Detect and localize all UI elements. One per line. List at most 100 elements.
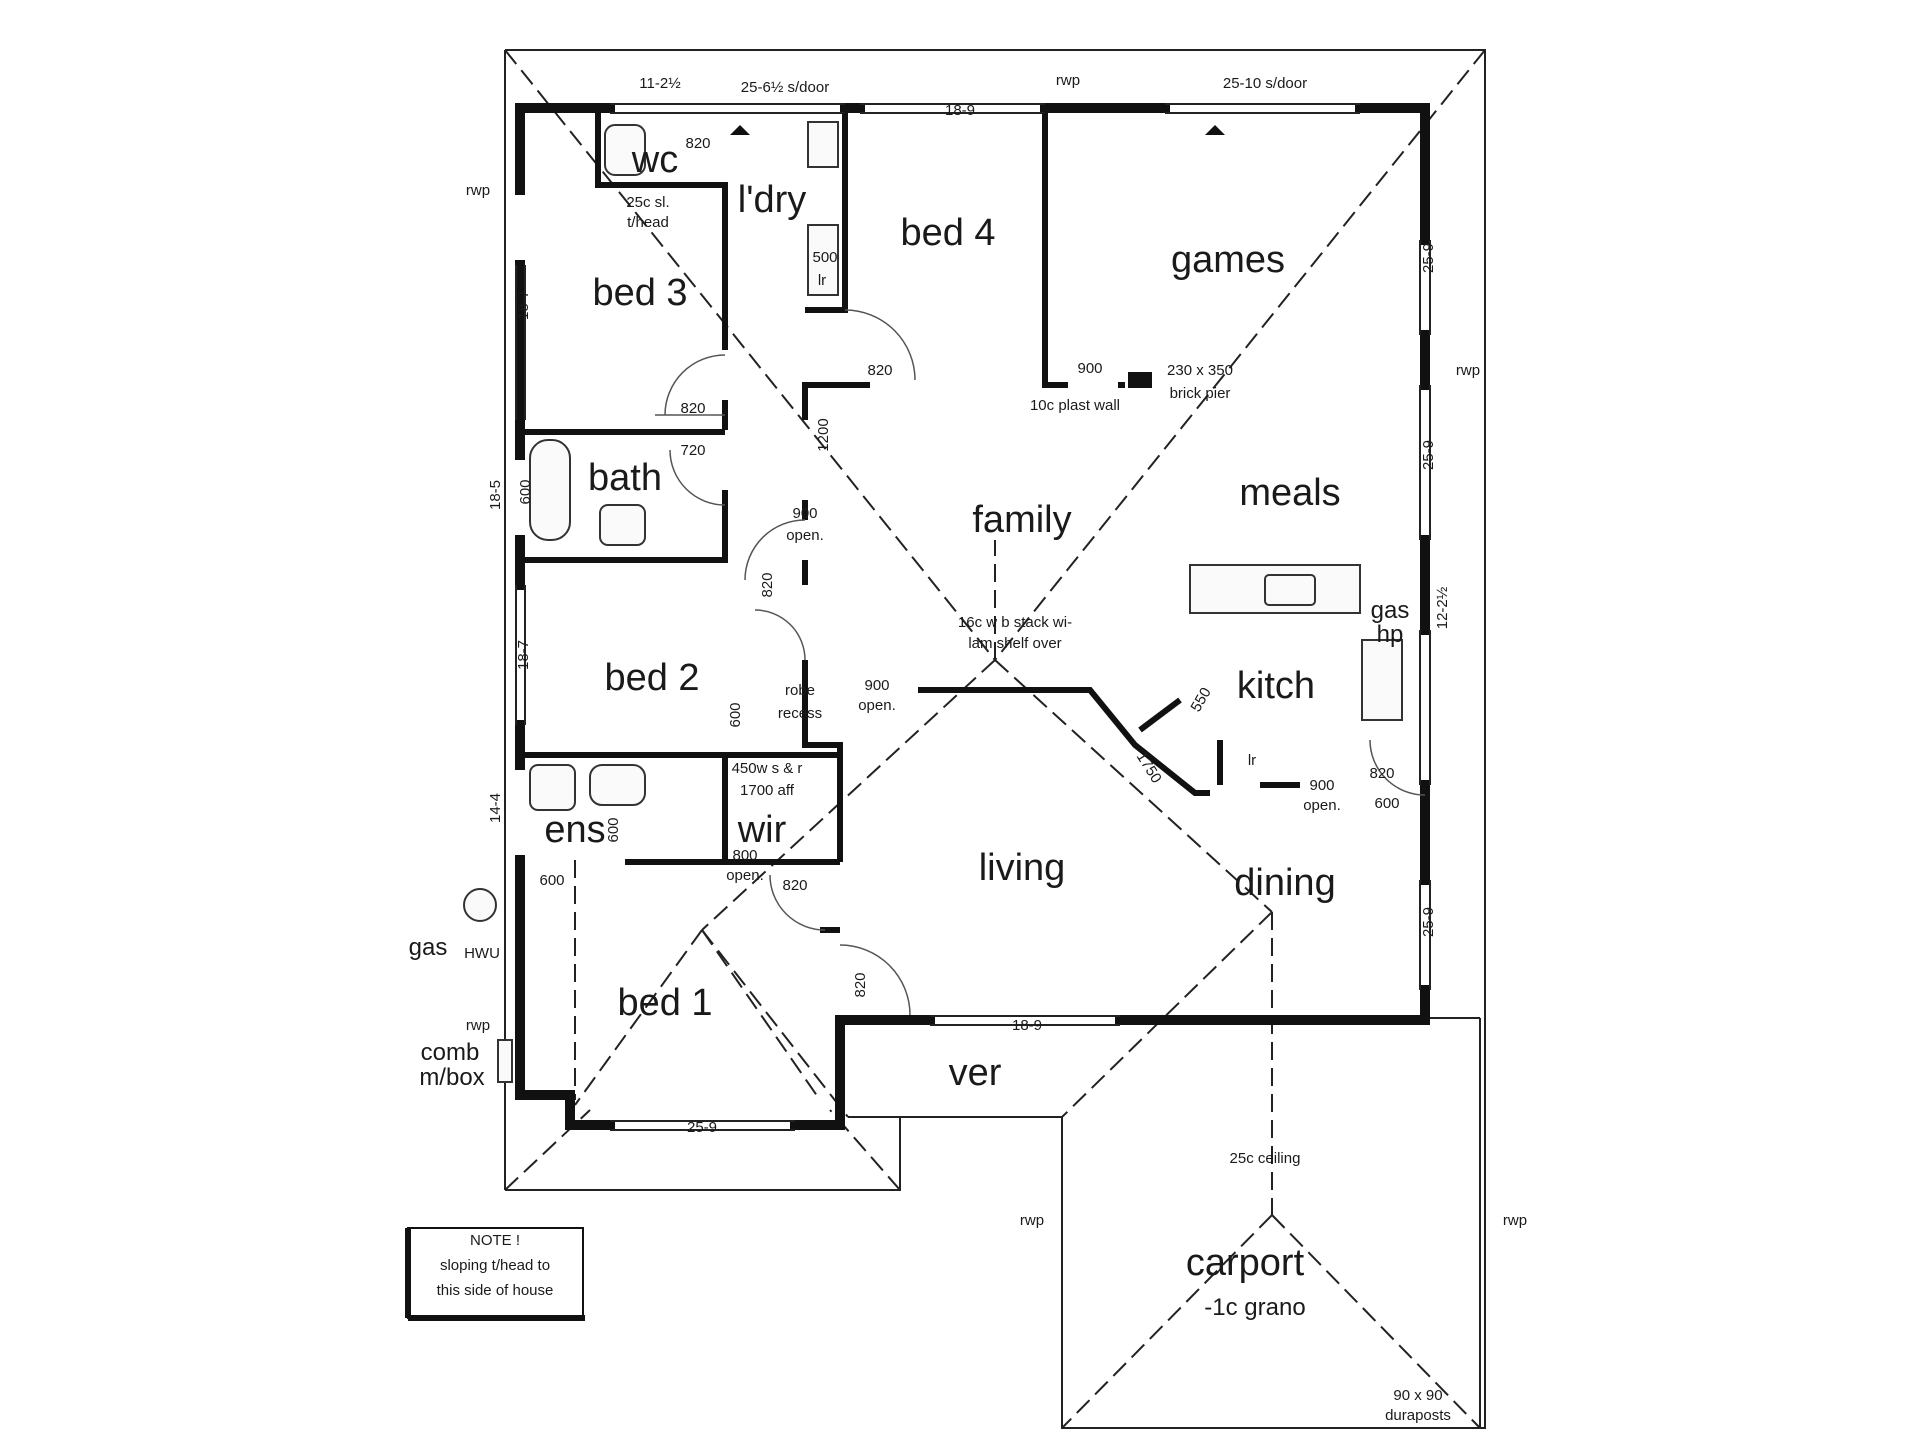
room-dining: dining (1234, 862, 1335, 904)
note-line-1: sloping t/head to (440, 1257, 550, 1274)
rwp-label-carport-left: rwp (1020, 1212, 1044, 1229)
mbox-label: m/box (419, 1064, 484, 1091)
gas-hotplate (1361, 639, 1403, 721)
sdoor-arrow-left (730, 125, 750, 135)
dim-18-9-bottom: 18-9 (1012, 1017, 1042, 1034)
external-walls (515, 103, 1430, 1130)
rwp-label-left: rwp (466, 182, 490, 199)
dim-600-ens2: 600 (605, 817, 622, 842)
room-bed-1: bed 1 (617, 982, 712, 1024)
open-label-kitchen: open. (1303, 797, 1341, 814)
brick-pier-label: brick pier (1170, 385, 1231, 402)
room-bed-3: bed 3 (592, 272, 687, 314)
dim-820-living: 820 (782, 877, 807, 894)
rwp-label-top: rwp (1056, 72, 1080, 89)
dim-600-right: 600 (1374, 795, 1399, 812)
dim-18-7-b: 18-7 (515, 640, 532, 670)
room-ver: ver (949, 1052, 1002, 1094)
dim-1200: 1200 (815, 418, 832, 451)
room-wc: wc (631, 139, 678, 181)
gas-label: gas (409, 934, 448, 961)
kitchen-lr-label: lr (1248, 752, 1256, 769)
room-kitch: kitch (1237, 665, 1315, 707)
dim-18-7-a: 18-7 (515, 290, 532, 320)
open-label-family: open. (786, 527, 824, 544)
dim-600-robe: 600 (727, 702, 744, 727)
brick-pier-dim-label: 230 x 350 (1167, 362, 1233, 379)
room-labels: wc l'dry bed 4 games bed 3 bath family m… (544, 139, 1340, 1284)
dim-900-plast: 900 (1077, 360, 1102, 377)
note-line-2: this side of house (437, 1282, 554, 1299)
bath-basin (599, 504, 646, 546)
dim-900-open-a: 900 (792, 505, 817, 522)
dim-25-9-right-b: 25-9 (1420, 440, 1437, 470)
kitchen-sink (1264, 574, 1316, 606)
sdoor-label-right: 25-10 s/door (1223, 75, 1307, 92)
hwu-label: HWU (464, 945, 500, 962)
dim-600-bath: 600 (517, 479, 534, 504)
plast-wall-label: 10c plast wall (1030, 397, 1120, 414)
grano-label: -1c grano (1204, 1294, 1305, 1321)
dim-820-wc: 820 (685, 135, 710, 152)
note-box: NOTE ! sloping t/head to this side of ho… (405, 1227, 585, 1321)
dim-820-bed3: 820 (680, 400, 705, 417)
ceiling-label: 25c ceiling (1230, 1150, 1301, 1167)
gas-hp-hp-label: hp (1377, 621, 1404, 648)
dimensions: 11-2½ 18-9 18-9 25-9 25-9 25-9 12-2½ 25-… (487, 75, 1451, 1136)
open-label-wir: open. (726, 867, 764, 884)
room-bed-2: bed 2 (604, 657, 699, 699)
dim-820-bed1: 820 (852, 972, 869, 997)
roof-hip-lines (504, 49, 1486, 1429)
laundry-trough (807, 121, 839, 168)
room-bed-4: bed 4 (900, 212, 995, 254)
dim-550: 550 (1187, 685, 1214, 715)
wc-ceiling-label-1: 25c sl. (626, 194, 669, 211)
room-games: games (1171, 239, 1285, 281)
dim-720: 720 (680, 442, 705, 459)
dim-820-bed2: 820 (759, 572, 776, 597)
duraposts-label-1: 90 x 90 (1393, 1387, 1442, 1404)
rwp-label-right: rwp (1456, 362, 1480, 379)
dim-600-ens: 600 (539, 872, 564, 889)
room-wir: wir (737, 809, 787, 851)
dim-14-4: 14-4 (487, 793, 504, 823)
wb-stack-label-2: lam shelf over (968, 635, 1061, 652)
dim-25-9-bottom: 25-9 (687, 1119, 717, 1136)
dim-820-bed4: 820 (867, 362, 892, 379)
door-swings (655, 309, 1426, 1016)
sdoor-label-left: 25-6½ s/door (741, 79, 829, 96)
laundry-lr-label: lr (818, 272, 826, 289)
dim-25-9-right-c: 25-9 (1420, 907, 1437, 937)
dim-12-2: 12-2½ (1434, 586, 1451, 629)
wc-ceiling-label-2: t/head (627, 214, 669, 231)
dim-900-open-c: 900 (1309, 777, 1334, 794)
room-laundry: l'dry (738, 179, 807, 221)
dim-11-2: 11-2½ (639, 75, 681, 92)
laundry-cabinet (807, 224, 839, 296)
dim-18-9-top: 18-9 (945, 102, 975, 119)
room-bath: bath (588, 457, 662, 499)
annotations: rwp rwp rwp rwp rwp rwp gas HWU comb m/b… (409, 72, 1527, 1424)
comb-label: comb (421, 1039, 480, 1066)
room-living: living (979, 847, 1066, 889)
windows (515, 103, 1431, 1131)
dim-800-open: 800 (732, 847, 757, 864)
rwp-label-carport-right: rwp (1503, 1212, 1527, 1229)
meter-box (497, 1039, 513, 1083)
room-carport: carport (1186, 1242, 1305, 1284)
rwp-label-bed1: rwp (466, 1017, 490, 1034)
sdoor-arrow-right (1205, 125, 1225, 135)
dim-900-open-b: 900 (864, 677, 889, 694)
gas-hp-gas-label: gas (1371, 597, 1410, 624)
dim-25-9-right-a: 25-9 (1420, 243, 1437, 273)
dim-820-right: 820 (1369, 765, 1394, 782)
fixtures (463, 121, 1403, 1083)
note-title: NOTE ! (470, 1232, 520, 1249)
dim-500: 500 (812, 249, 837, 266)
wb-stack-label-1: 16c w b stack wi- (958, 614, 1072, 631)
hwu-symbol (463, 888, 497, 922)
room-family: family (972, 499, 1071, 541)
robe-label-1: robe (785, 682, 815, 699)
wir-shelf-label-1: 450w s & r (732, 760, 803, 777)
